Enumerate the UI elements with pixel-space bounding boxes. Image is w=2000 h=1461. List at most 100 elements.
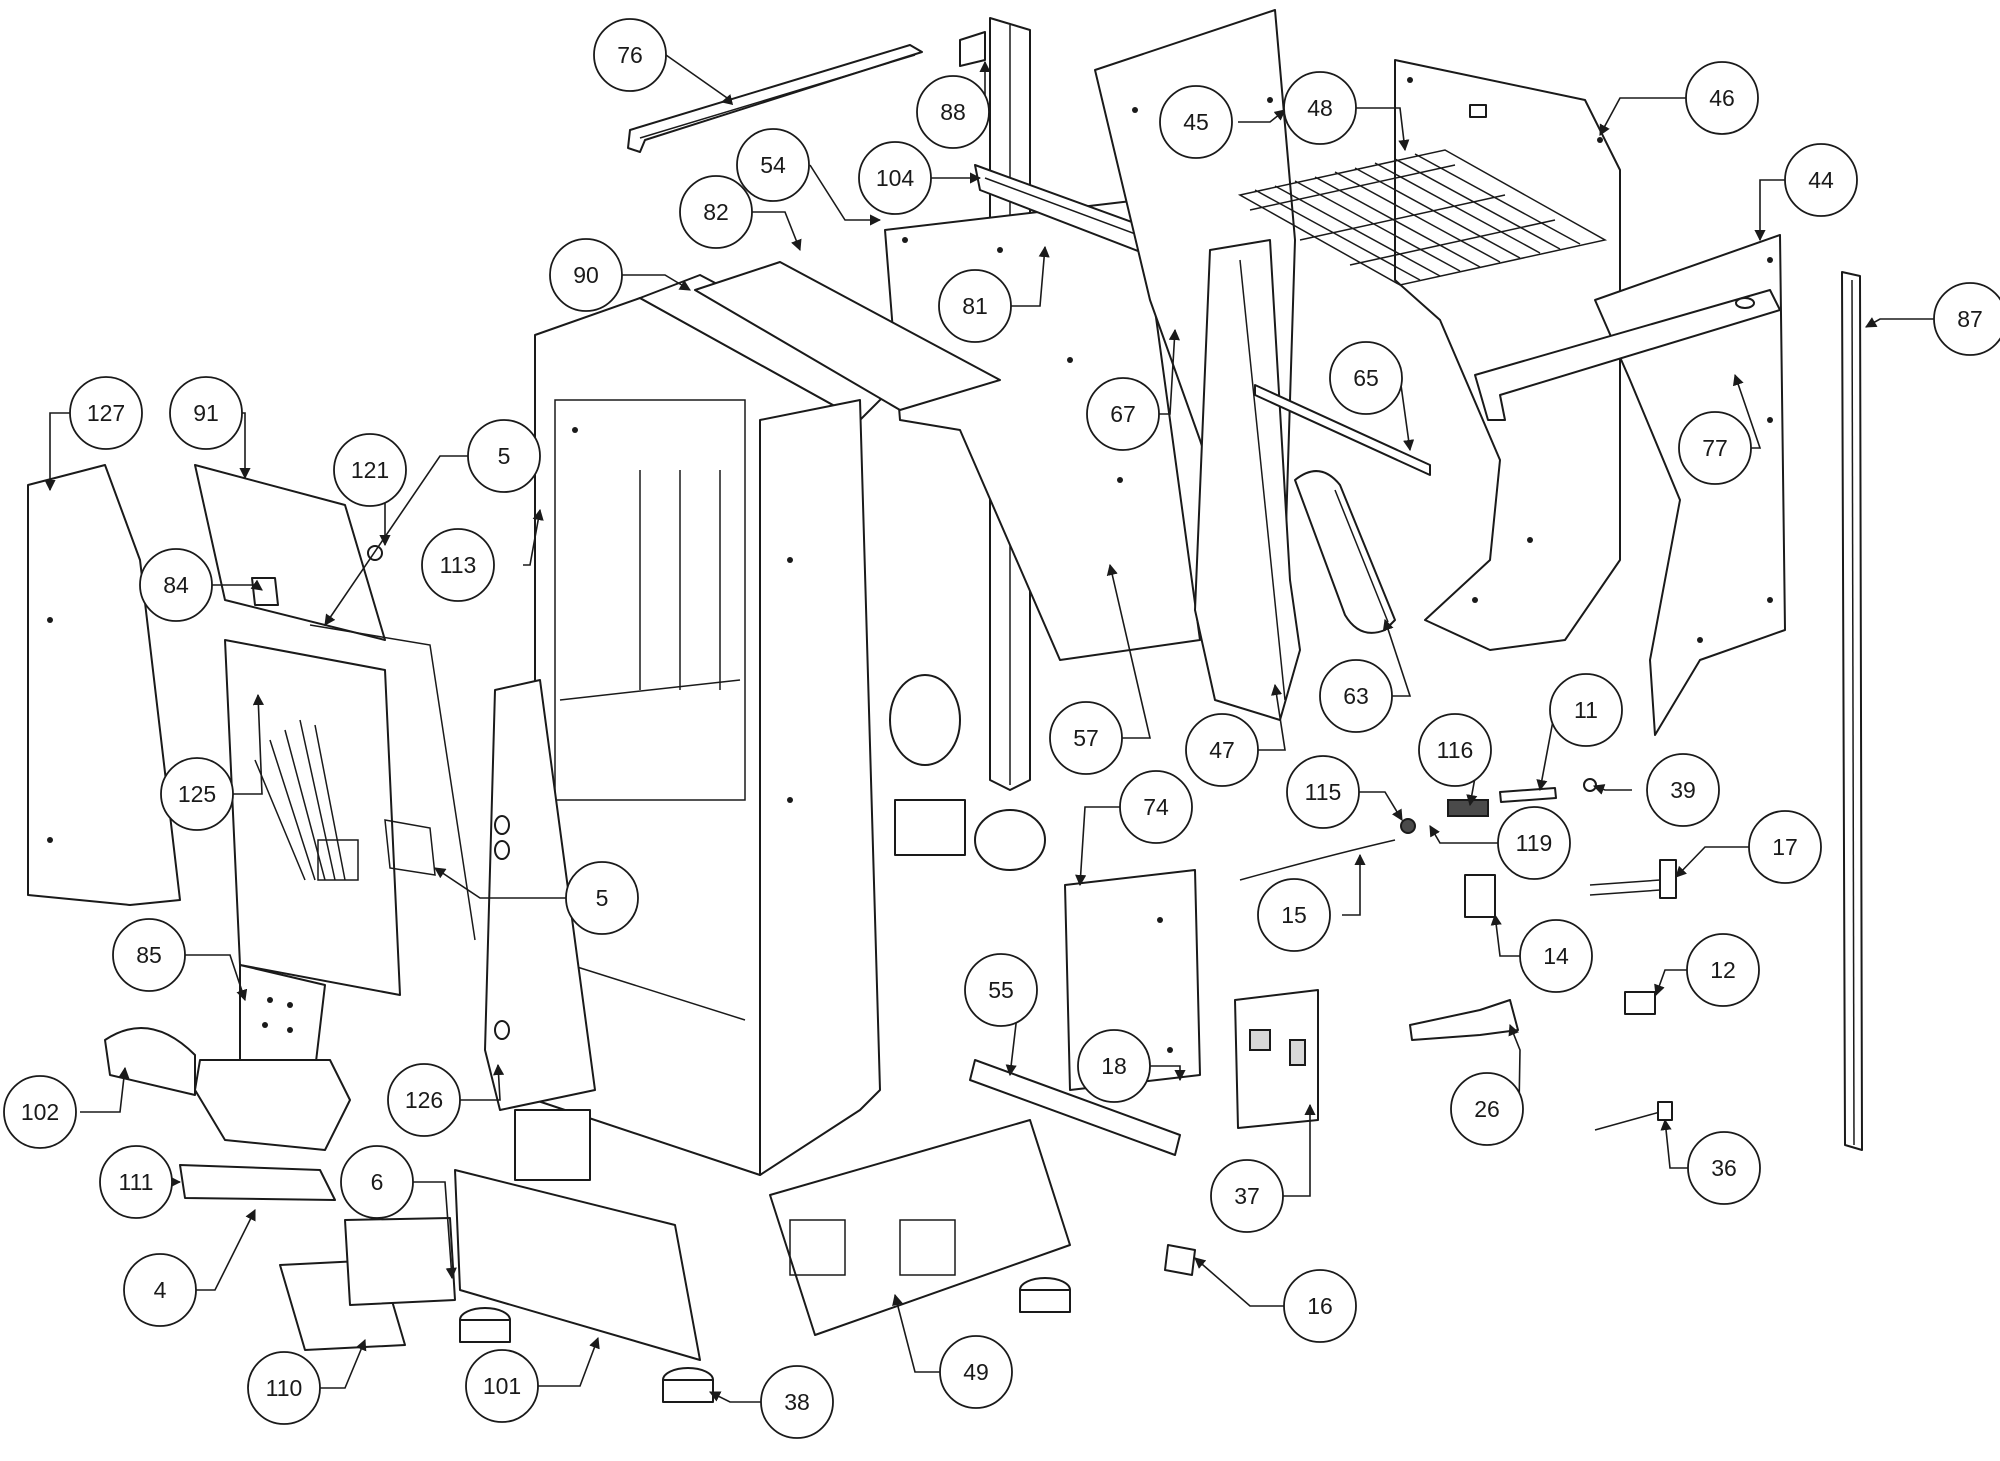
callout-47[interactable]: 47 (1185, 713, 1259, 787)
svg-text:46: 46 (1709, 85, 1735, 111)
svg-text:38: 38 (784, 1389, 810, 1415)
callout-104[interactable]: 104 (858, 141, 932, 215)
callout-49[interactable]: 49 (939, 1335, 1013, 1409)
callout-87[interactable]: 87 (1933, 282, 2000, 356)
callout-116[interactable]: 116 (1418, 713, 1492, 787)
callout-76[interactable]: 76 (593, 18, 667, 92)
svg-text:126: 126 (405, 1087, 443, 1113)
svg-text:4: 4 (154, 1277, 167, 1303)
svg-text:14: 14 (1543, 943, 1569, 969)
part-36-cable (1594, 1101, 1673, 1131)
part-84-bracket (251, 577, 279, 606)
svg-text:55: 55 (988, 977, 1014, 1003)
part-55-crossbar (969, 1059, 1181, 1156)
callout-11[interactable]: 11 (1549, 673, 1623, 747)
callout-38[interactable]: 38 (760, 1365, 834, 1439)
svg-text:85: 85 (136, 942, 162, 968)
callout-90[interactable]: 90 (549, 238, 623, 312)
callout-37[interactable]: 37 (1210, 1159, 1284, 1233)
callout-6[interactable]: 6 (340, 1145, 414, 1219)
callout-111[interactable]: 111 (99, 1145, 173, 1219)
svg-text:77: 77 (1702, 435, 1728, 461)
svg-text:104: 104 (876, 165, 915, 191)
svg-text:15: 15 (1281, 902, 1307, 928)
svg-text:115: 115 (1305, 779, 1342, 805)
part-39-nut (1583, 778, 1597, 792)
part-110-ash-door (279, 1217, 456, 1351)
svg-text:54: 54 (760, 152, 786, 178)
callout-12[interactable]: 12 (1686, 933, 1760, 1007)
callout-48[interactable]: 48 (1283, 71, 1357, 145)
part-37-circuit-board (1234, 989, 1319, 1129)
callout-85[interactable]: 85 (112, 918, 186, 992)
svg-text:17: 17 (1772, 834, 1798, 860)
part-101-base-front (454, 1109, 701, 1361)
part-127-left-panel (27, 464, 181, 906)
callout-5-lower[interactable]: 5 (565, 861, 639, 935)
callout-110[interactable]: 110 (247, 1351, 321, 1425)
svg-text:127: 127 (87, 400, 125, 426)
callout-119[interactable]: 119 (1497, 806, 1571, 880)
callout-77[interactable]: 77 (1678, 411, 1752, 485)
callout-82[interactable]: 82 (679, 175, 753, 249)
callout-15[interactable]: 15 (1257, 878, 1331, 952)
svg-text:5: 5 (498, 443, 511, 469)
callout-14[interactable]: 14 (1519, 919, 1593, 993)
callout-26[interactable]: 26 (1450, 1072, 1524, 1146)
svg-text:111: 111 (119, 1169, 154, 1195)
callout-16[interactable]: 16 (1283, 1269, 1357, 1343)
callout-113[interactable]: 113 (421, 528, 495, 602)
callout-84[interactable]: 84 (139, 548, 213, 622)
callout-18[interactable]: 18 (1077, 1029, 1151, 1103)
part-87-trim-strip (1841, 271, 1863, 1151)
callout-54[interactable]: 54 (736, 128, 810, 202)
callout-44[interactable]: 44 (1784, 143, 1858, 217)
callout-74[interactable]: 74 (1119, 770, 1193, 844)
callout-67[interactable]: 67 (1086, 377, 1160, 451)
callout-126[interactable]: 126 (387, 1063, 461, 1137)
callout-46[interactable]: 46 (1685, 61, 1759, 135)
callout-39[interactable]: 39 (1646, 753, 1720, 827)
svg-text:82: 82 (703, 199, 729, 225)
callout-45[interactable]: 45 (1159, 85, 1233, 159)
callout-4[interactable]: 4 (123, 1253, 197, 1327)
part-38-foot (662, 1367, 714, 1403)
callout-115[interactable]: 115 (1286, 755, 1360, 829)
part-16-plate (1164, 1244, 1196, 1276)
svg-text:36: 36 (1711, 1155, 1737, 1181)
part-12-switch (1624, 991, 1656, 1015)
svg-text:26: 26 (1474, 1096, 1500, 1122)
callout-121[interactable]: 121 (333, 433, 407, 507)
callout-5-top[interactable]: 5 (467, 419, 541, 493)
callout-55[interactable]: 55 (964, 953, 1038, 1027)
svg-text:76: 76 (617, 42, 643, 68)
callout-125[interactable]: 125 (160, 757, 234, 831)
svg-text:74: 74 (1143, 794, 1169, 820)
svg-text:57: 57 (1073, 725, 1099, 751)
callout-63[interactable]: 63 (1319, 659, 1393, 733)
svg-text:47: 47 (1209, 737, 1235, 763)
svg-text:48: 48 (1307, 95, 1333, 121)
svg-text:37: 37 (1234, 1183, 1260, 1209)
callout-81[interactable]: 81 (938, 269, 1012, 343)
parts-layer (27, 9, 1863, 1403)
callout-65[interactable]: 65 (1329, 341, 1403, 415)
callout-36[interactable]: 36 (1687, 1131, 1761, 1205)
callout-57[interactable]: 57 (1049, 701, 1123, 775)
part-47-deflector (1194, 239, 1301, 721)
svg-text:125: 125 (178, 781, 216, 807)
callout-101[interactable]: 101 (465, 1349, 539, 1423)
callout-17[interactable]: 17 (1748, 810, 1822, 884)
callout-127[interactable]: 127 (69, 376, 143, 450)
part-76-top-rail (627, 44, 923, 153)
callout-88[interactable]: 88 (916, 75, 990, 149)
callout-102[interactable]: 102 (3, 1075, 77, 1149)
svg-text:44: 44 (1808, 167, 1834, 193)
part-14-unit (1464, 874, 1496, 918)
svg-text:63: 63 (1343, 683, 1369, 709)
svg-text:49: 49 (963, 1359, 989, 1385)
callout-91[interactable]: 91 (169, 376, 243, 450)
svg-text:101: 101 (483, 1373, 521, 1399)
